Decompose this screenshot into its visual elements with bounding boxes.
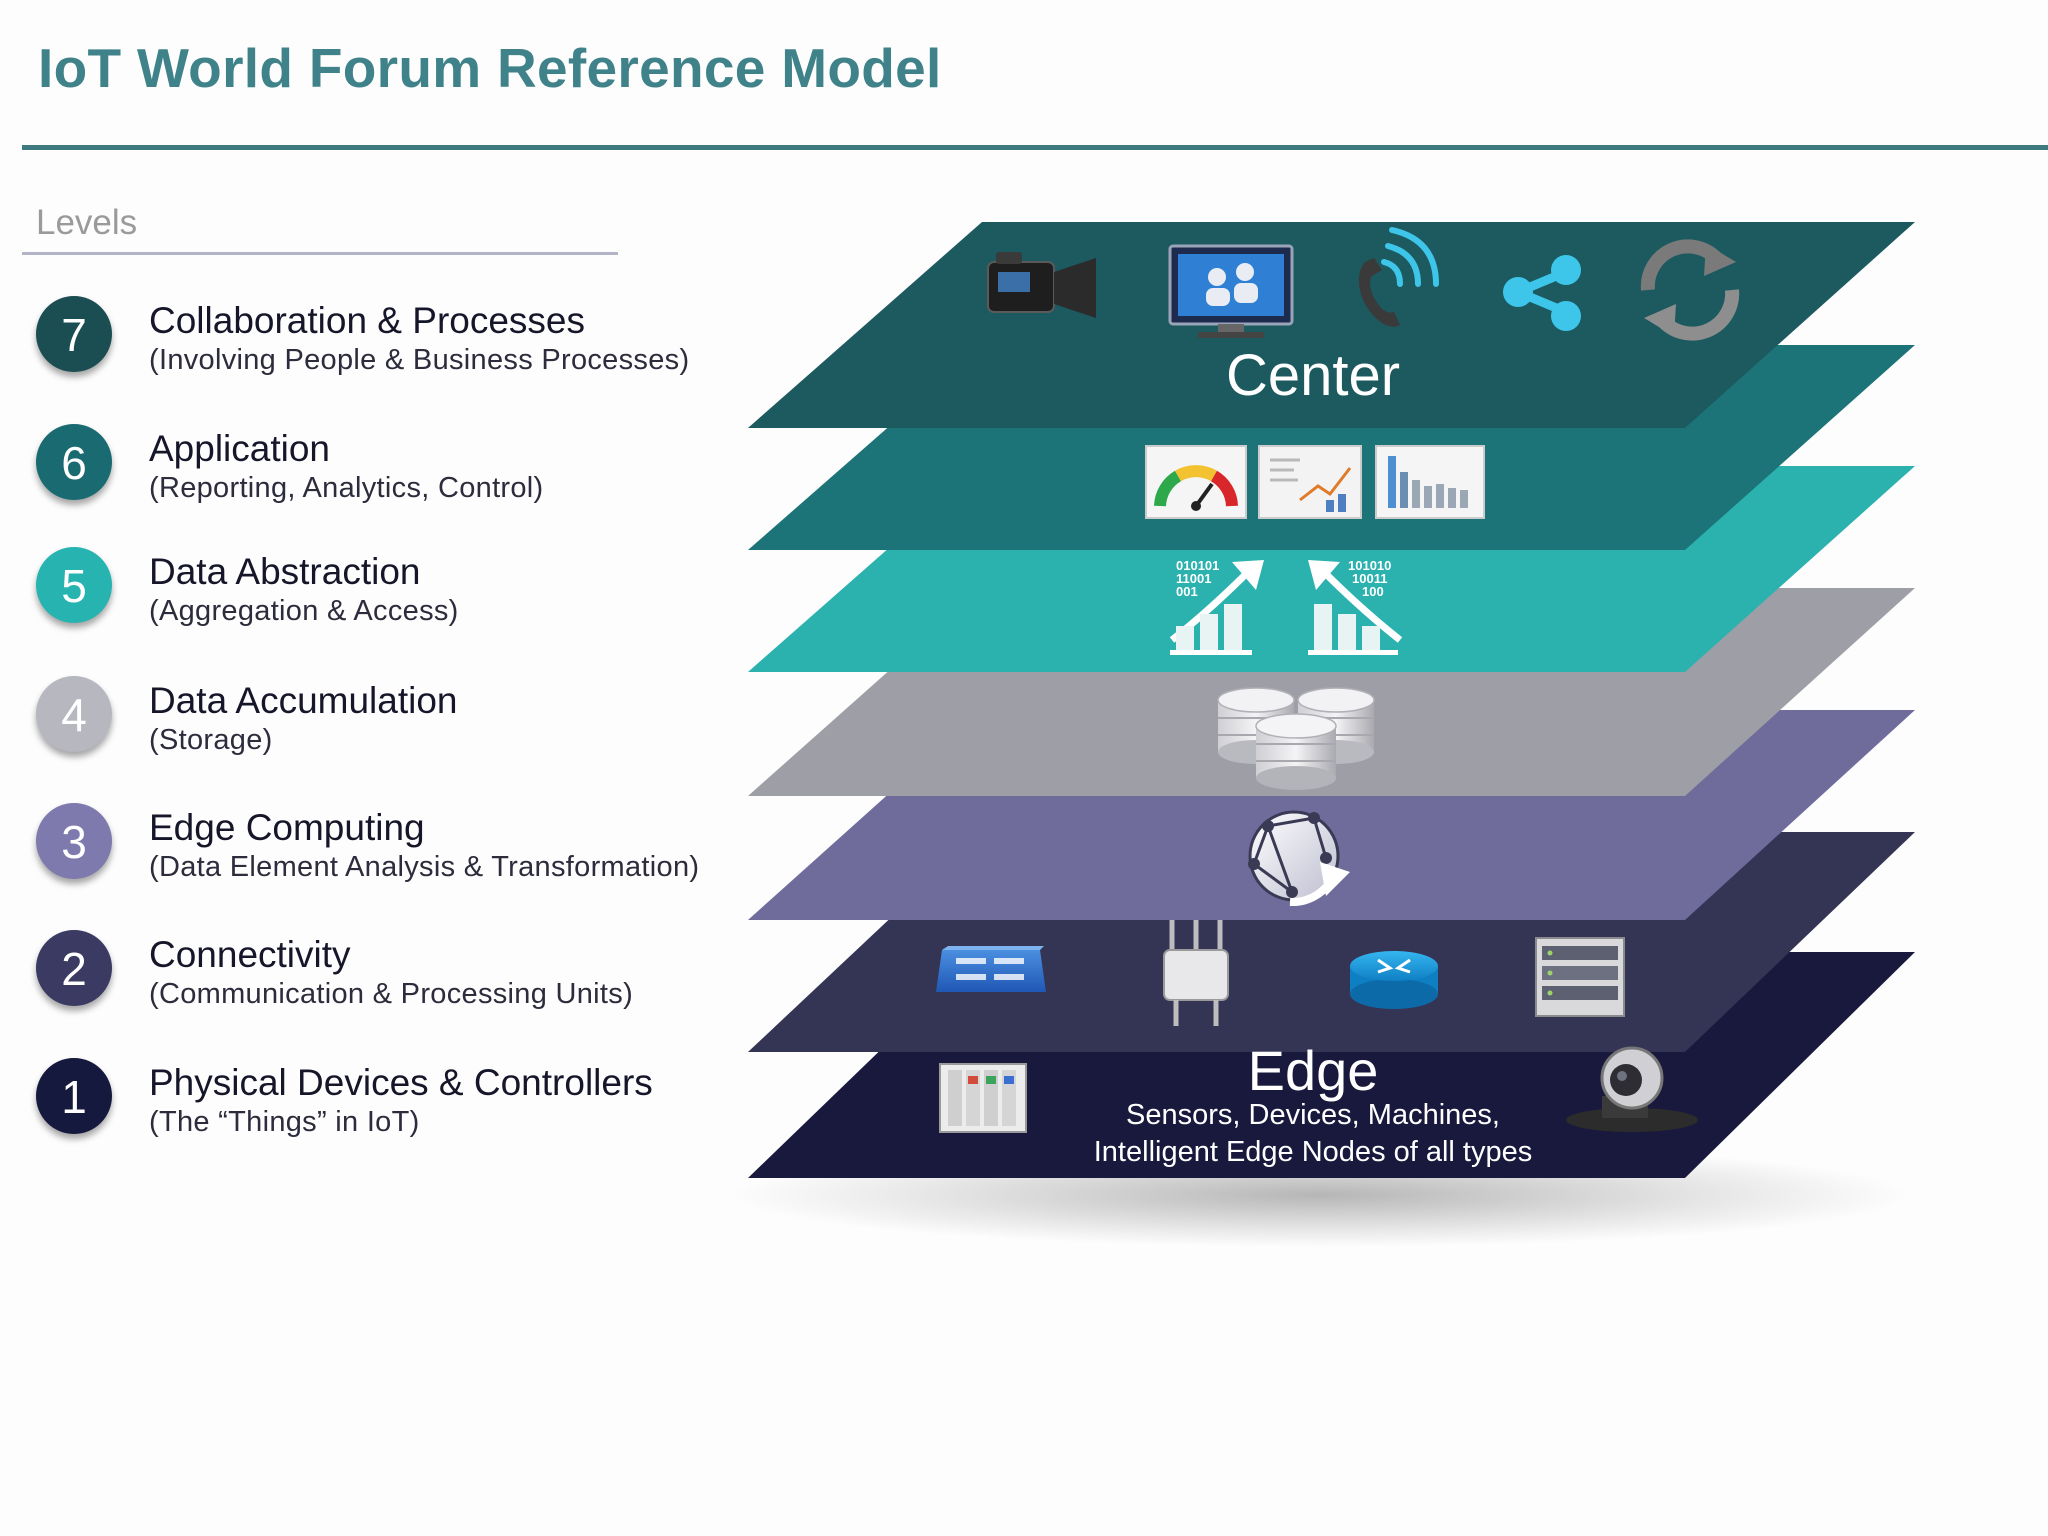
level-5-item: 5 Data Abstraction (Aggregation & Access… — [0, 547, 740, 657]
router-icon — [1350, 951, 1438, 1009]
level-badge: 6 — [36, 424, 112, 500]
server-rack-icon — [1535, 937, 1625, 1017]
database-icon — [1217, 687, 1375, 790]
level1-icons — [939, 1046, 1698, 1133]
bar-chart-report-icon — [1375, 445, 1485, 519]
level-description: (Reporting, Analytics, Control) — [149, 472, 544, 504]
level-badge: 3 — [36, 803, 112, 879]
level-description: (Involving People & Business Processes) — [149, 344, 690, 376]
binary-text: 11001 — [1176, 571, 1211, 586]
level2-icons — [936, 920, 1625, 1026]
data-download-icon: 101010 10011 100 — [1308, 558, 1403, 655]
page-title: IoT World Forum Reference Model — [38, 37, 942, 99]
level-name: Connectivity — [149, 934, 351, 975]
data-upload-icon: 010101 11001 001 — [1169, 558, 1264, 655]
video-conference-icon — [1168, 244, 1294, 338]
binary-text: 001 — [1176, 584, 1198, 599]
video-camera-icon — [987, 252, 1096, 318]
level-7-item: 7 Collaboration & Processes (Involving P… — [0, 296, 740, 406]
binary-text: 101010 — [1348, 558, 1391, 573]
level-1-item: 1 Physical Devices & Controllers (The “T… — [0, 1058, 740, 1168]
sync-icon — [1640, 239, 1740, 341]
level-name: Data Abstraction — [149, 551, 421, 592]
share-icon — [1503, 255, 1581, 331]
edge-description-line: Sensors, Devices, Machines, — [1126, 1099, 1500, 1131]
level-description: (Data Element Analysis & Transformation) — [149, 851, 700, 883]
level-badge: 1 — [36, 1058, 112, 1134]
level-name: Application — [149, 428, 331, 469]
level-description: (Communication & Processing Units) — [149, 978, 634, 1010]
level-badge: 4 — [36, 676, 112, 752]
edge-label: Edge — [1247, 1039, 1379, 1102]
level-description: (Storage) — [149, 724, 273, 756]
level-4-item: 4 Data Accumulation (Storage) — [0, 676, 740, 786]
edge-description: Sensors, Devices, Machines, Intelligent … — [1040, 1097, 1586, 1171]
gauge-dashboard-icon — [1145, 445, 1247, 519]
wireless-access-point-icon — [1163, 920, 1229, 1026]
level-description: (Aggregation & Access) — [149, 595, 459, 627]
level-badge: 7 — [36, 296, 112, 372]
title-divider — [22, 145, 2048, 150]
binary-text: 010101 — [1176, 558, 1219, 573]
level-3-item: 3 Edge Computing (Data Element Analysis … — [0, 803, 740, 913]
level6-icons — [1145, 445, 1485, 519]
level-name: Edge Computing — [149, 807, 425, 848]
center-label: Center — [1225, 343, 1401, 408]
level7-icons — [987, 227, 1740, 341]
binary-text: 10011 — [1352, 571, 1387, 586]
surveillance-camera-icon — [1566, 1046, 1698, 1132]
level-badge: 5 — [36, 547, 112, 623]
controller-rack-icon — [939, 1063, 1027, 1133]
phone-icon — [1358, 227, 1439, 327]
switch-icon — [936, 946, 1046, 992]
binary-text: 100 — [1362, 584, 1384, 599]
level-description: (The “Things” in IoT) — [149, 1106, 420, 1138]
level-badge: 2 — [36, 930, 112, 1006]
edge-compute-globe-icon — [1248, 810, 1350, 907]
analytics-report-icon — [1258, 445, 1362, 519]
level-6-item: 6 Application (Reporting, Analytics, Con… — [0, 424, 740, 534]
levels-header: Levels — [36, 203, 138, 242]
level-name: Data Accumulation — [149, 680, 458, 721]
level-name: Collaboration & Processes — [149, 300, 585, 341]
level-name: Physical Devices & Controllers — [149, 1062, 653, 1103]
level5-icons: 010101 11001 001 101010 10011 100 — [1169, 558, 1403, 655]
edge-description-line: Intelligent Edge Nodes of all types — [1093, 1136, 1533, 1168]
levels-divider — [22, 252, 618, 255]
level-2-item: 2 Connectivity (Communication & Processi… — [0, 930, 740, 1040]
